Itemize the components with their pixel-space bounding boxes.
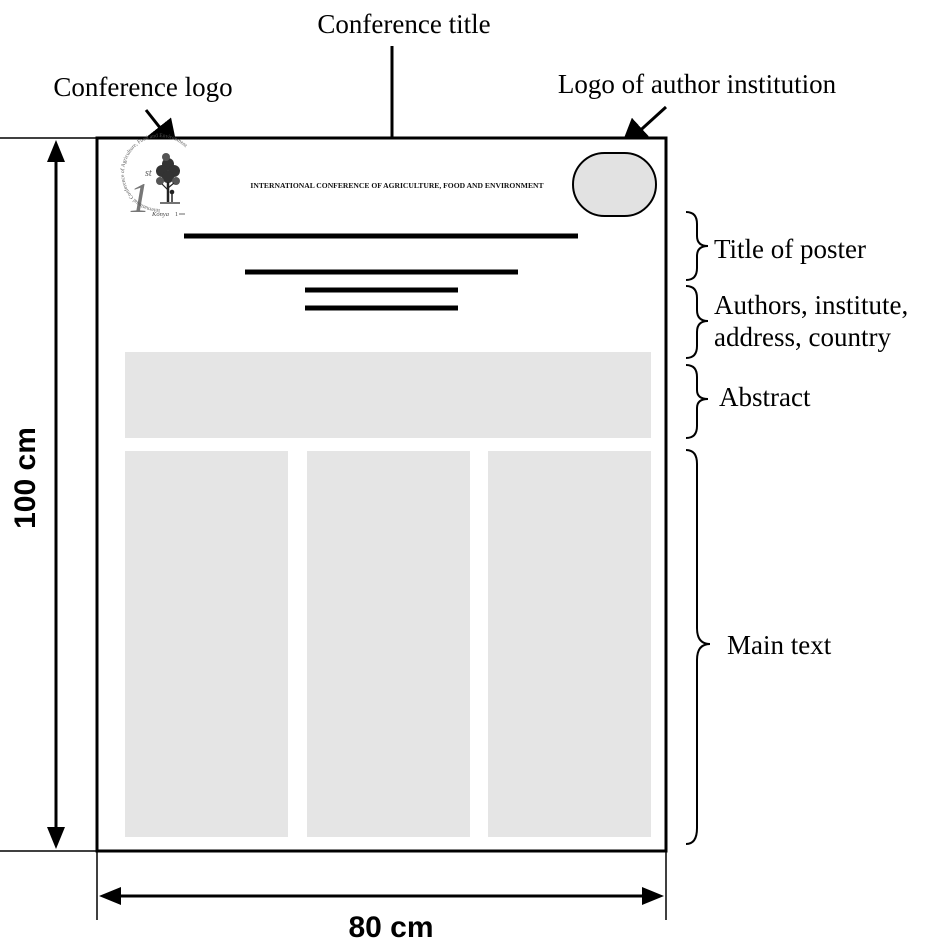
main-text-column-3 <box>488 451 651 837</box>
logo-ordinal-suffix: st <box>145 168 152 179</box>
authors-brace <box>685 285 709 359</box>
conference-title-callout: Conference title <box>317 9 490 39</box>
main-text-column-1 <box>125 451 288 837</box>
conference-banner-text: INTERNATIONAL CONFERENCE OF AGRICULTURE,… <box>250 181 543 190</box>
main-text-section-label: Main text <box>727 630 832 660</box>
width-arrow-left <box>99 887 121 905</box>
main-text-brace <box>685 449 711 845</box>
conference-logo-callout: Conference logo <box>53 72 232 102</box>
main-text-column-2 <box>307 451 470 837</box>
title-brace <box>685 211 709 281</box>
logo-place: Konya <box>151 211 169 218</box>
height-arrow-top <box>47 140 65 162</box>
oval-placeholder-icon <box>572 152 657 217</box>
abstract-brace <box>685 364 709 439</box>
height-label: 100 cm <box>9 427 42 529</box>
institution-logo-callout: Logo of author institution <box>558 69 837 99</box>
authors-section-label-1: Authors, institute, <box>714 290 908 320</box>
authors-section-label-2: address, country <box>714 322 891 352</box>
logo-ordinal-number: 1 <box>129 176 150 222</box>
width-arrow-right <box>642 887 664 905</box>
width-label: 80 cm <box>348 911 433 941</box>
abstract-section-label: Abstract <box>719 382 811 412</box>
svg-text:1: 1 <box>175 212 178 218</box>
height-arrow-bottom <box>47 827 65 849</box>
title-section-label: Title of poster <box>714 234 866 264</box>
abstract-panel <box>125 352 651 438</box>
